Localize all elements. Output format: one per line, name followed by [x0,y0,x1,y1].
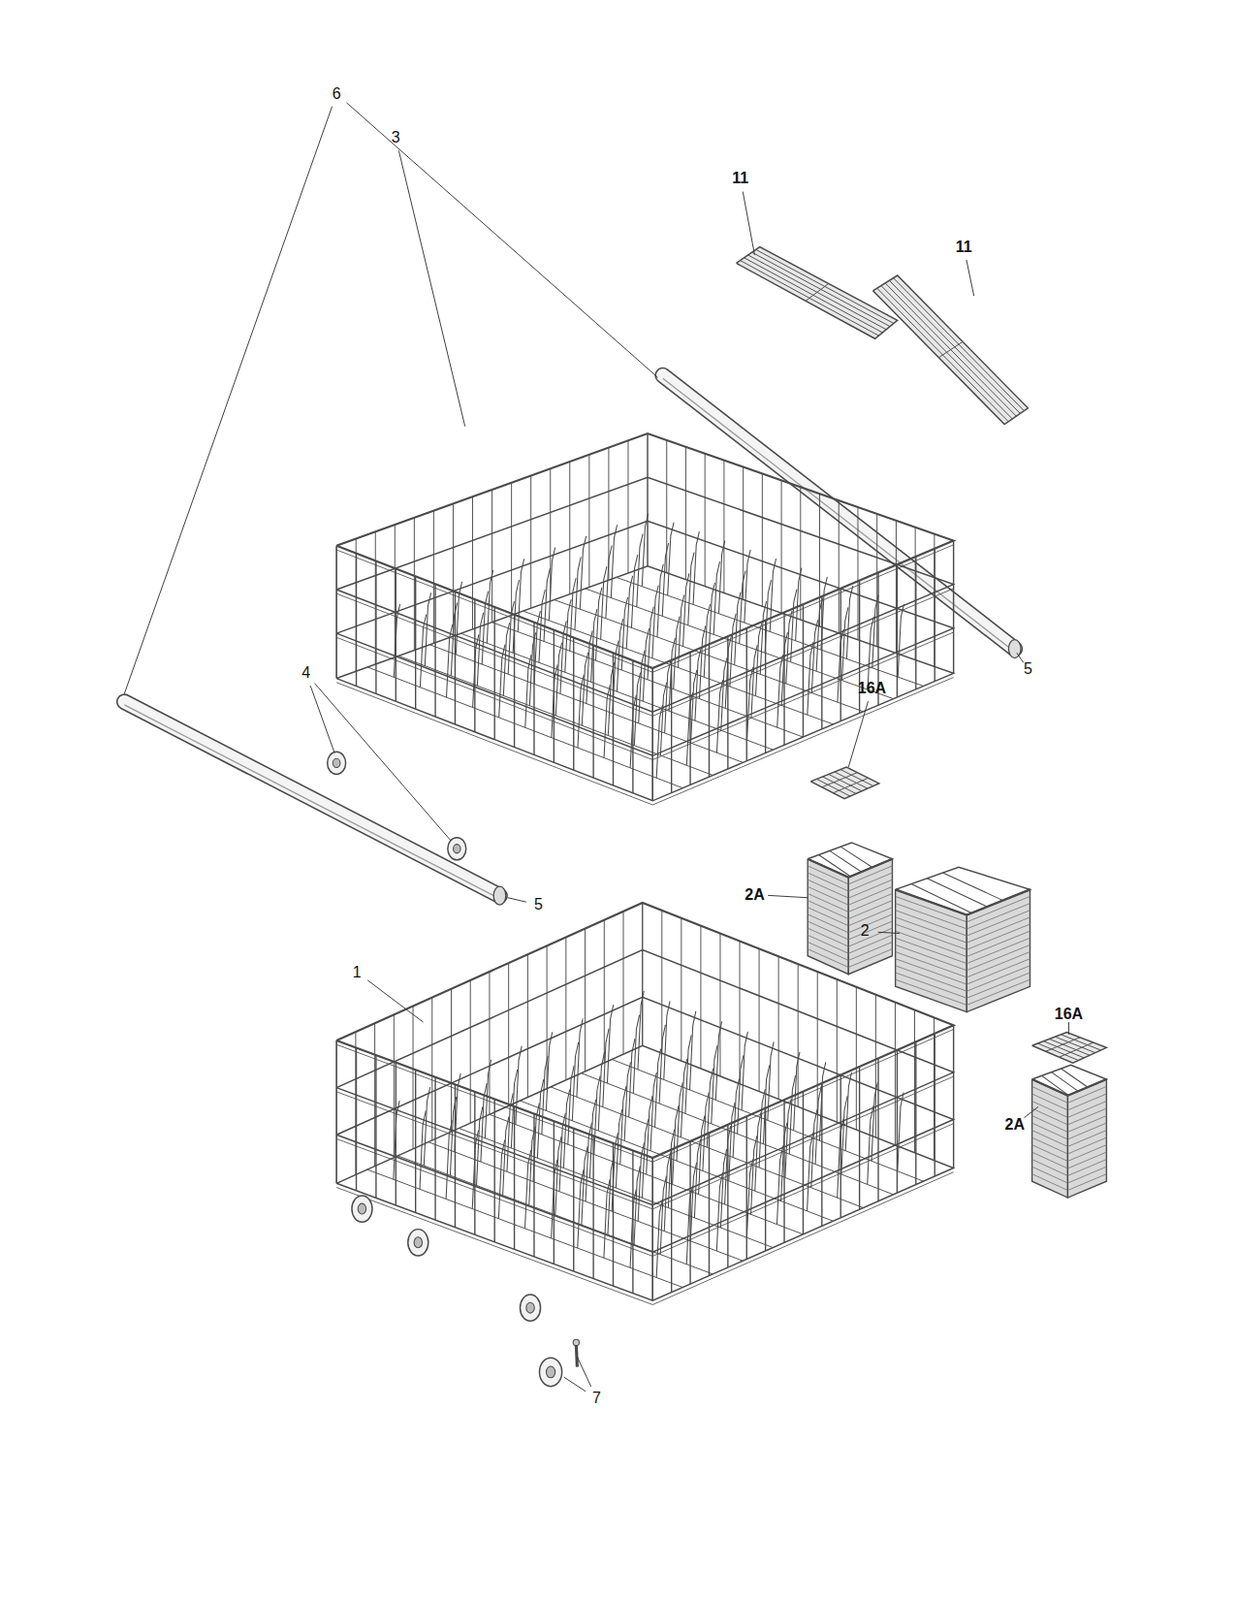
leader-line [1023,1106,1039,1117]
wheel-pin [575,1344,577,1367]
callout-number: 5 [532,895,545,914]
rack-wheel [327,751,347,774]
leader-line [398,150,465,426]
leader-line [124,106,332,695]
callout-number: 1 [350,963,364,982]
callout-number: 5 [1021,660,1035,678]
leader-line [966,259,975,296]
basket-cover [810,766,879,799]
leader-line [507,897,527,902]
rack-wheel [538,1357,562,1386]
upper-rack [336,433,953,805]
leader-line [1016,652,1024,663]
small-basket [807,842,892,975]
leader-line [1068,1021,1070,1035]
callout-number: 7 [590,1389,603,1407]
callout-number: 11 [953,238,975,256]
cup-shelf [736,247,898,340]
rack-wheel [520,1294,541,1321]
leader-line [848,700,868,767]
callout-number: 4 [299,664,313,682]
leader-line [564,1376,586,1392]
callout-number: 16A [855,679,888,698]
illustration-group [124,102,1107,1392]
callout-number: 2 [858,921,872,940]
callout-number: 3 [389,128,403,147]
leader-lines [124,102,1069,1392]
leader-line [315,683,451,841]
end-cap [1008,639,1021,659]
wheel-pin-head [572,1338,579,1345]
callout-number: 11 [729,169,751,188]
leader-line [742,191,755,255]
leader-line [367,980,423,1022]
small-basket [1032,1064,1108,1198]
end-cap [493,886,507,905]
leader-line [878,931,900,933]
rack-rail [124,701,506,905]
leader-line [310,685,335,753]
basket-cover [1032,1032,1108,1064]
rack-wheel [408,1229,429,1256]
rack-wheel [351,1195,373,1222]
leader-line [346,102,658,378]
cup-shelf [872,275,1028,425]
callout-number: 2A [1002,1115,1026,1134]
leader-line [767,894,808,897]
rack-wheel [447,837,467,860]
callout-number: 16A [1052,1005,1085,1023]
callout-number: 6 [330,85,344,103]
callout-number: 2A [742,886,766,904]
silverware-basket [895,866,1031,1012]
rack-rail [663,375,1021,658]
leader-line [576,1356,591,1387]
